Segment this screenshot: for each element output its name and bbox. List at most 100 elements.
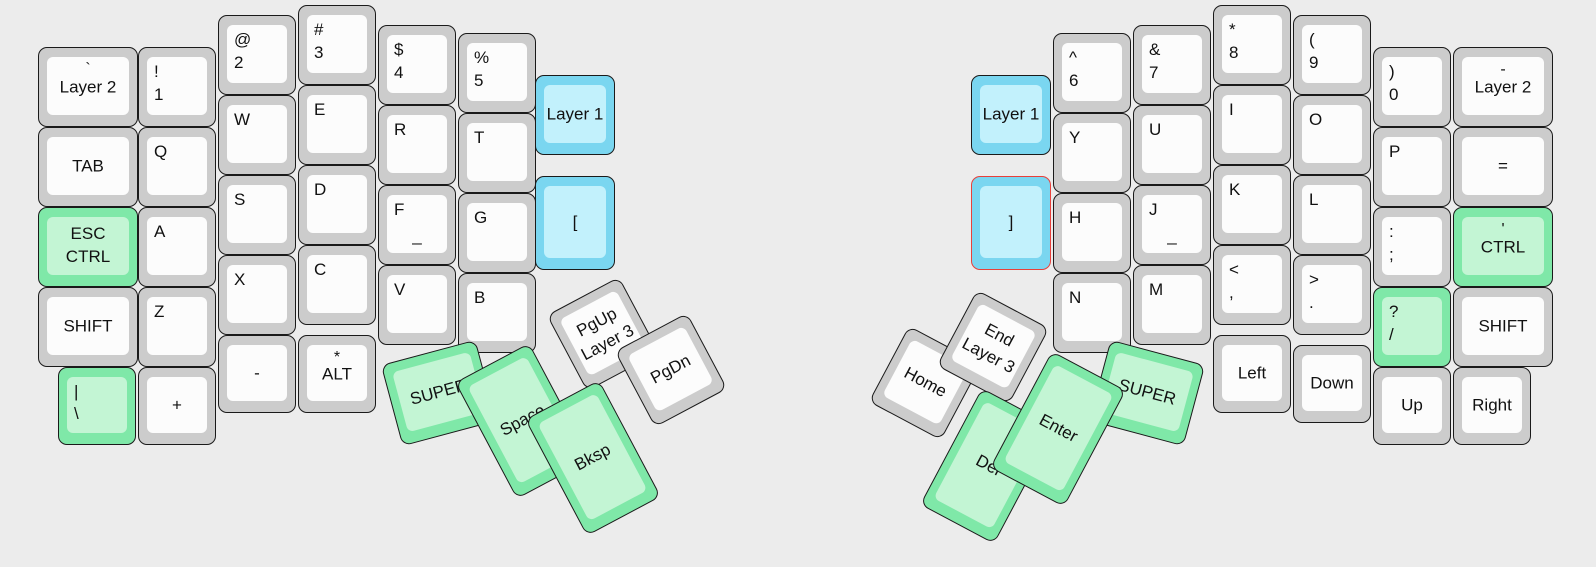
key-l-c5-r4[interactable]: V <box>378 265 456 345</box>
key-legend: Down <box>1310 373 1354 393</box>
key-r-c3-r1[interactable]: &7 <box>1133 25 1211 105</box>
key-l-c6-r2[interactable]: T <box>458 113 536 193</box>
key-l-c3-r2[interactable]: W <box>218 95 296 175</box>
key-l-c7-r2[interactable]: [ <box>535 176 615 270</box>
key-r-c6-r4[interactable]: ?/ <box>1373 287 1451 367</box>
key-l-c4-r5[interactable]: *ALT <box>298 335 376 413</box>
keycap: Bksp <box>537 393 648 522</box>
key-legend: CTRL <box>1480 237 1526 257</box>
keycap: :; <box>1382 217 1442 275</box>
key-r-c5-r4[interactable]: >. <box>1293 255 1371 335</box>
keycap: ^6 <box>1062 43 1122 101</box>
key-l-c2-r3[interactable]: A <box>138 207 216 287</box>
keycap: Layer 1 <box>980 85 1042 143</box>
keycap: N <box>1062 283 1122 341</box>
key-l-c3-r1[interactable]: @2 <box>218 15 296 95</box>
key-r-c1-r2[interactable]: ] <box>971 176 1051 270</box>
key-l-c1-r4[interactable]: SHIFT <box>38 287 138 367</box>
key-legend: V <box>394 280 406 299</box>
key-l-c2-r2[interactable]: Q <box>138 127 216 207</box>
keycap: )0 <box>1382 57 1442 115</box>
key-legend-shifted: @ <box>234 30 252 49</box>
key-legend: Bksp <box>571 439 614 475</box>
key-l-c3-r4[interactable]: X <box>218 255 296 335</box>
key-l-c6-r1[interactable]: %5 <box>458 33 536 113</box>
key-l-c5-r2[interactable]: R <box>378 105 456 185</box>
keycap: [ <box>544 186 606 258</box>
key-r-c5-r1[interactable]: (9 <box>1293 15 1371 95</box>
key-l-c2-r5[interactable]: + <box>138 367 216 445</box>
key-l-c6-r3[interactable]: G <box>458 193 536 273</box>
key-r-c7-r3[interactable]: 'CTRL <box>1453 207 1553 287</box>
key-r-c2-r4[interactable]: N <box>1053 273 1131 353</box>
key-l-c4-r2[interactable]: E <box>298 85 376 165</box>
key-l-c1-r2[interactable]: TAB <box>38 127 138 207</box>
key-legend: G <box>474 208 488 227</box>
key-l-c4-r4[interactable]: C <box>298 245 376 325</box>
keycap: Z <box>147 297 207 355</box>
keycap: -Layer 2 <box>1462 57 1544 115</box>
key-r-c6-r3[interactable]: :; <box>1373 207 1451 287</box>
keycap: SHIFT <box>47 297 129 355</box>
key-r-c6-r2[interactable]: P <box>1373 127 1451 207</box>
key-legend-shifted: & <box>1149 40 1161 59</box>
key-l-c3-r5[interactable]: - <box>218 335 296 413</box>
key-l-c5-r1[interactable]: $4 <box>378 25 456 105</box>
key-legend-base: 5 <box>474 71 484 90</box>
keycap: T <box>467 123 527 181</box>
key-r-c3-r2[interactable]: U <box>1133 105 1211 185</box>
key-legend: L <box>1309 190 1319 209</box>
key-legend-shifted: ) <box>1389 62 1395 81</box>
key-l-c6-r4[interactable]: B <box>458 273 536 353</box>
key-l-c3-r3[interactable]: S <box>218 175 296 255</box>
key-l-c1-r5[interactable]: |\ <box>58 367 136 445</box>
key-l-c4-r1[interactable]: #3 <box>298 5 376 85</box>
keycap: - <box>227 345 287 401</box>
key-r-c6-r1[interactable]: )0 <box>1373 47 1451 127</box>
keycap: Right <box>1462 377 1522 433</box>
key-r-c2-r1[interactable]: ^6 <box>1053 33 1131 113</box>
key-r-c3-r4[interactable]: M <box>1133 265 1211 345</box>
key-l-c2-r4[interactable]: Z <box>138 287 216 367</box>
key-legend: Y <box>1069 128 1081 147</box>
key-r-c3-r3[interactable]: _J <box>1133 185 1211 265</box>
keycap: &7 <box>1142 35 1202 93</box>
key-r-c2-r3[interactable]: H <box>1053 193 1131 273</box>
key-legend-base: ; <box>1389 245 1394 264</box>
key-r-c7-r5[interactable]: Right <box>1453 367 1531 445</box>
key-l-c4-r3[interactable]: D <box>298 165 376 245</box>
homing-bar: _ <box>412 226 422 245</box>
key-r-c4-r4[interactable]: <, <box>1213 245 1291 325</box>
keycap: #3 <box>307 15 367 73</box>
key-l-c2-r1[interactable]: !1 <box>138 47 216 127</box>
key-r-c4-r2[interactable]: I <box>1213 85 1291 165</box>
key-r-c6-r5[interactable]: Up <box>1373 367 1451 445</box>
key-l-c1-r1[interactable]: `Layer 2 <box>38 47 138 127</box>
keycap: V <box>387 275 447 333</box>
keycap: TAB <box>47 137 129 195</box>
keycap: R <box>387 115 447 173</box>
key-l-c5-r3[interactable]: _F <box>378 185 456 265</box>
key-r-c7-r4[interactable]: SHIFT <box>1453 287 1553 367</box>
key-r-c4-r1[interactable]: *8 <box>1213 5 1291 85</box>
key-r-c7-r1[interactable]: -Layer 2 <box>1453 47 1553 127</box>
key-r-c1-r1[interactable]: Layer 1 <box>971 75 1051 155</box>
key-r-c5-r5[interactable]: Down <box>1293 345 1371 423</box>
key-legend: ALT <box>322 364 352 384</box>
key-legend-shifted: * <box>333 349 341 366</box>
key-r-c7-r2[interactable]: = <box>1453 127 1553 207</box>
key-legend: Layer 2 <box>59 77 117 97</box>
key-l-c7-r1[interactable]: Layer 1 <box>535 75 615 155</box>
key-legend-base: 0 <box>1389 85 1399 104</box>
key-legend: I <box>1229 100 1234 119</box>
key-r-c4-r3[interactable]: K <box>1213 165 1291 245</box>
key-legend: PgDn <box>647 350 694 388</box>
key-legend-base: 2 <box>234 53 244 72</box>
key-r-c4-r5[interactable]: Left <box>1213 335 1291 413</box>
key-r-c5-r3[interactable]: L <box>1293 175 1371 255</box>
key-legend: E <box>314 100 326 119</box>
key-r-c2-r2[interactable]: Y <box>1053 113 1131 193</box>
key-r-c5-r2[interactable]: O <box>1293 95 1371 175</box>
